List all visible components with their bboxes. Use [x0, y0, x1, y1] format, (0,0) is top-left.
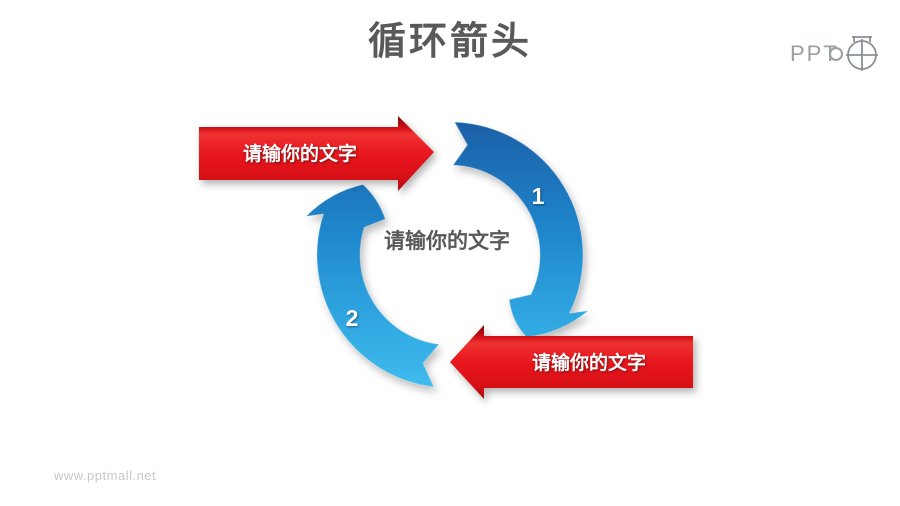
- label-arrow-2-text: 请输你的文字: [532, 351, 646, 374]
- label-arrow-2: [450, 325, 693, 399]
- cycle-arc-2: [305, 184, 440, 388]
- slide-title: 循环箭头: [367, 21, 532, 63]
- logo-crosshair-circle-icon: [846, 36, 878, 71]
- arc-2-number: 2: [346, 305, 359, 331]
- logo-text: PPT: [790, 41, 839, 66]
- label-arrow-1-text: 请输你的文字: [243, 142, 357, 165]
- logo-small-circle-icon: [829, 47, 843, 61]
- label-arrow-1: [199, 116, 434, 191]
- center-label: 请输你的文字: [384, 229, 510, 253]
- watermark: www.pptmall.net: [54, 468, 157, 483]
- logo-icon: PPT: [790, 36, 878, 71]
- arc-1-number: 1: [532, 183, 545, 209]
- pptmall-logo: PPT: [788, 28, 884, 76]
